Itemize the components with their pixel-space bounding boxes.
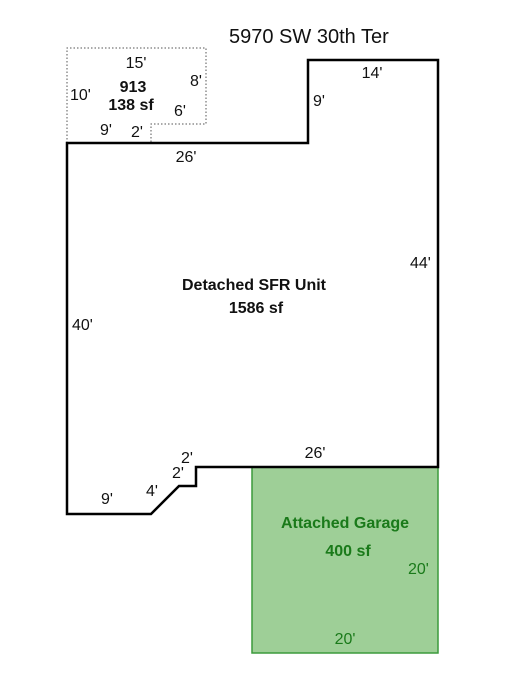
main-building-area: 1586 sf [229,300,284,317]
dim-main-right: 44' [410,255,431,272]
dim-main-bottom: 26' [305,445,326,462]
addition-outline [66,47,207,143]
dim-addition-bottom-left: 9' [100,122,112,139]
dim-main-left: 40' [72,317,93,334]
dim-diagonal: 4' [146,483,158,500]
dim-main-top-right: 14' [362,65,383,82]
dim-garage-bottom: 20' [335,631,356,648]
dim-addition-inner: 6' [174,103,186,120]
dim-addition-bottom-step: 2' [131,124,143,141]
addition-area: 138 sf [108,97,154,114]
garage-area-value: 400 sf [325,543,371,560]
dim-bottom-left: 9' [101,491,113,508]
garage-name: Attached Garage [281,515,409,532]
garage-area [251,466,439,654]
main-building-name: Detached SFR Unit [182,277,327,294]
dim-main-step: 9' [313,93,325,110]
dim-addition-right: 8' [190,73,202,90]
addition-code: 913 [120,79,147,96]
address-title: 5970 SW 30th Ter [229,26,389,48]
main-building-outline [65,58,440,516]
dim-notch-side: 2' [172,465,184,482]
dim-main-top-left: 26' [176,149,197,166]
dim-notch-top: 2' [181,450,193,467]
dim-garage-right: 20' [408,561,429,578]
dim-addition-top: 15' [126,55,147,72]
dim-addition-left: 10' [70,87,91,104]
